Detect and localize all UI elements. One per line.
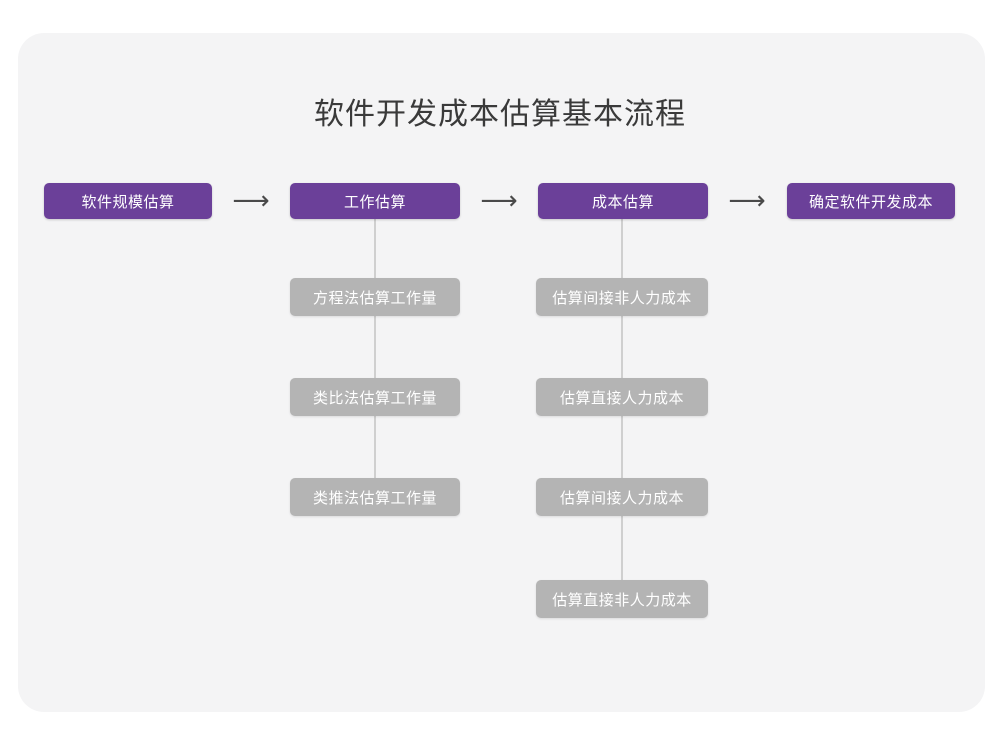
arrow-stage-1-to-2: ⟶ [232,186,270,216]
substep-node-stage2-2[interactable]: 类比法估算工作量 [290,378,460,416]
arrow-stage-2-to-3: ⟶ [480,186,518,216]
substep-node-stage3-2[interactable]: 估算直接人力成本 [536,378,708,416]
substep-node-stage3-3[interactable]: 估算间接人力成本 [536,478,708,516]
substep-node-stage2-3[interactable]: 类推法估算工作量 [290,478,460,516]
substep-node-stage3-4[interactable]: 估算直接非人力成本 [536,580,708,618]
arrow-stage-3-to-4: ⟶ [728,186,766,216]
substep-node-stage3-1[interactable]: 估算间接非人力成本 [536,278,708,316]
substep-node-stage2-1[interactable]: 方程法估算工作量 [290,278,460,316]
content-card [18,33,985,712]
stage-node-3[interactable]: 成本估算 [538,183,708,219]
stage-node-2[interactable]: 工作估算 [290,183,460,219]
stage-node-4[interactable]: 确定软件开发成本 [787,183,955,219]
stage-node-1[interactable]: 软件规模估算 [44,183,212,219]
page-title: 软件开发成本估算基本流程 [314,98,686,131]
connector-line-stage-2 [374,218,376,501]
